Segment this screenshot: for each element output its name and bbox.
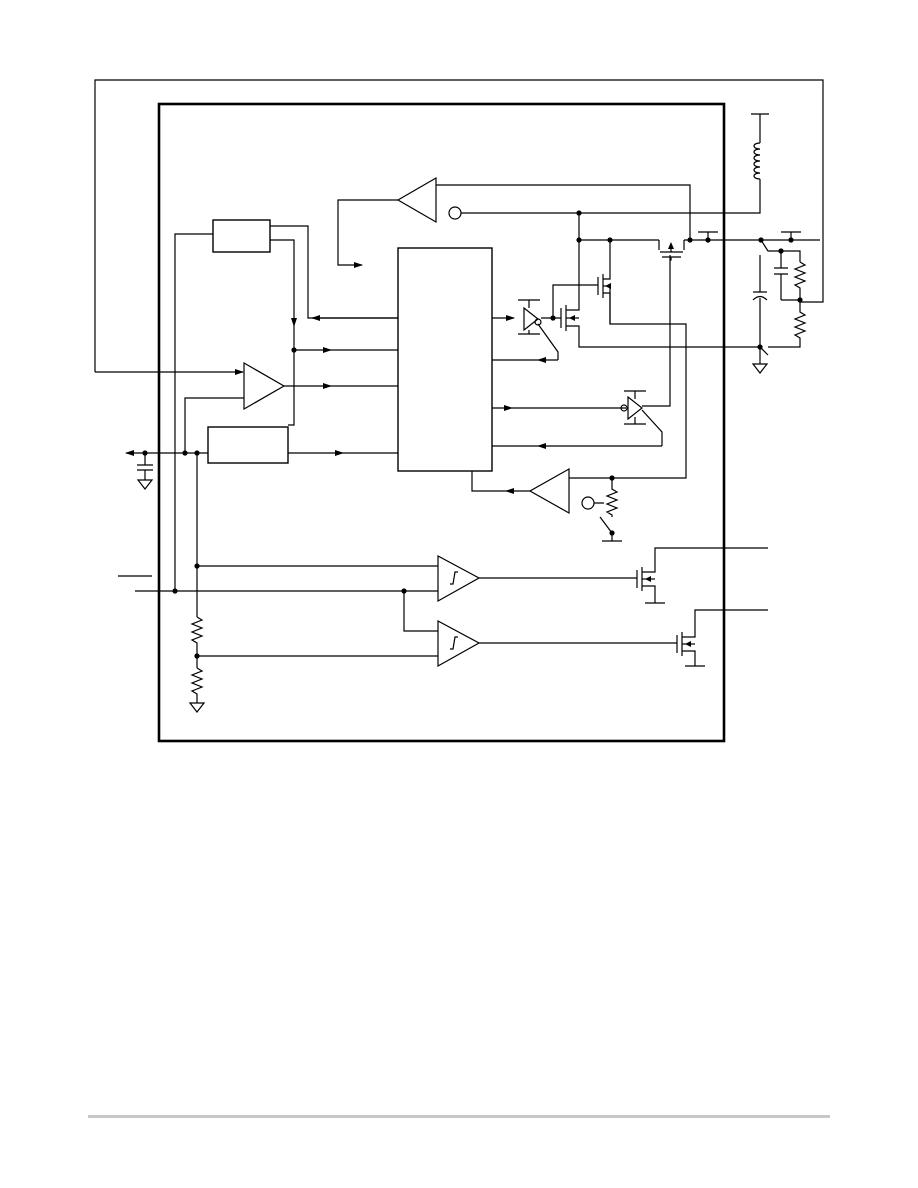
sense-resistor [605,478,619,517]
footer-rule [88,1115,830,1118]
sense-amplifier [528,467,570,515]
output-capacitor [752,255,768,347]
error-amp-ref-wire [184,397,244,453]
junction-dot [687,237,693,243]
hysteresis-icon [450,571,458,585]
bus-wire-1 [288,326,295,426]
sense-amp-in-wire [569,285,687,479]
lower-left-block [207,426,289,464]
junction-dot [291,347,297,353]
sync-mosfet [597,240,611,324]
output-switch [760,239,801,262]
divider-resistor-top [190,616,204,668]
feedback-resistor-bottom [768,300,807,348]
ground-symbol [751,347,769,374]
sense-amplifier-bubble [581,496,595,510]
hysteresis-icon [450,636,458,650]
ground-symbol [188,702,206,713]
sense-switch [594,502,613,534]
junction-dot [172,588,178,594]
high-side-mosfet [658,240,685,261]
output-nmos-1 [636,547,768,604]
comparator2-input-wire [403,591,438,632]
top-amp-input-wire-1 [461,185,761,214]
gate-driver-1 [518,299,559,360]
bypass-capacitor [136,453,154,490]
inductor [751,113,769,185]
vout-pin-stub [781,231,801,240]
block1-left-wire [174,233,213,591]
output-pin-stub [698,231,718,240]
feedback-resistor-top [793,261,807,300]
error-amplifier [243,361,286,411]
top-amp-output-wire [337,199,398,268]
control-logic-block [397,247,493,472]
outer-feedback-wire [94,79,824,372]
gate-driver-2 [620,255,671,446]
divider-resistor-bottom [190,667,204,703]
junction-dot [182,450,188,456]
comparator-2 [437,619,481,668]
feedforward-capacitor [774,251,788,300]
junction-dot [607,237,613,243]
output-nmos-2 [676,609,768,667]
top-amplifier-bubble [448,206,462,220]
comparator-1 [437,554,481,603]
block1-down-wire [270,239,297,327]
low-side-mosfet [560,240,760,348]
top-amp-input-wire-2 [436,184,691,240]
chip-outline [157,102,726,743]
upper-left-block [212,219,271,253]
